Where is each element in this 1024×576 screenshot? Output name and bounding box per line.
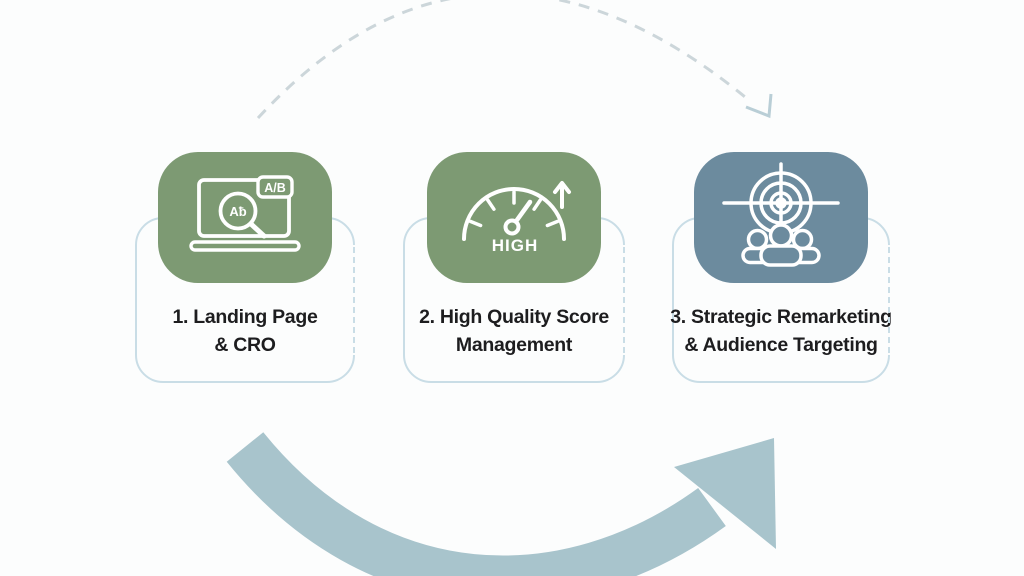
gauge-label: HIGH	[492, 236, 539, 255]
audience-target-icon	[722, 162, 840, 267]
step-label-line-1: 3. Strategic Remarketing	[670, 306, 892, 328]
step-label-1: 1. Landing Page & CRO	[172, 303, 317, 359]
dashed-arrow-head-icon	[745, 93, 773, 119]
step-tile-3	[694, 152, 868, 283]
step-label-line-2: & Audience Targeting	[684, 334, 878, 356]
step-label-line-1: 1. Landing Page	[172, 306, 318, 328]
step-label-line-1: 2. High Quality Score	[419, 306, 609, 328]
gauge-hub	[503, 218, 521, 236]
ab-test-laptop-icon: Aƀ A/B	[189, 175, 301, 252]
gauge-ticks	[468, 190, 560, 228]
magnifier-label: Aƀ	[229, 204, 246, 219]
step-label-line-2: & CRO	[214, 334, 276, 356]
gauge-needle	[513, 199, 533, 224]
solid-arrow-head-icon	[674, 438, 776, 549]
up-arrow-icon	[553, 181, 571, 209]
step-card-1: Aƀ A/B 1. Landing Page & CRO	[135, 152, 355, 383]
ab-badge-label: A/B	[264, 181, 286, 195]
step-card-2: HIGH 2. High Quality Score Management	[403, 152, 625, 383]
step-label-2: 2. High Quality Score Management	[419, 303, 609, 359]
step-label-3: 3. Strategic Remarketing & Audience Targ…	[670, 303, 892, 359]
audience-group	[741, 223, 821, 267]
step-label-line-2: Management	[455, 334, 573, 356]
step-tile-2: HIGH	[427, 152, 601, 283]
step-tile-1: Aƀ A/B	[158, 152, 332, 283]
step-card-3: 3. Strategic Remarketing & Audience Targ…	[670, 152, 892, 383]
quality-gauge-icon: HIGH	[462, 181, 571, 255]
solid-arc-arrow	[226, 432, 776, 576]
crosshair-target	[722, 162, 840, 235]
dashed-arc-arrow	[256, 0, 773, 120]
